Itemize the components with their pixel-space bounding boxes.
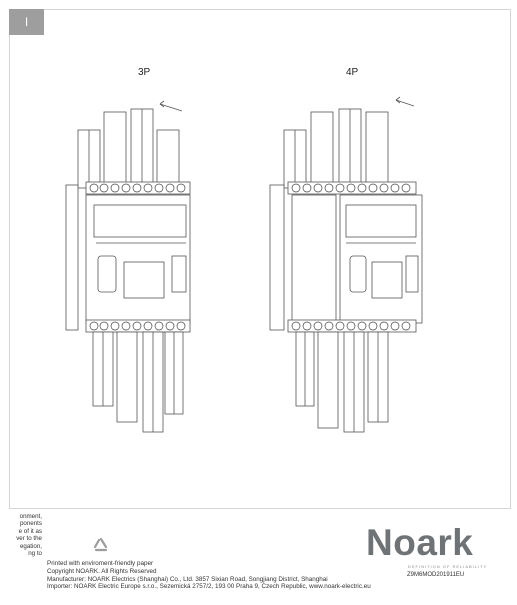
content-frame <box>9 9 511 509</box>
section-tab: I <box>9 9 44 35</box>
fragment-line: ver to the <box>16 535 42 543</box>
fragment-line: onment, <box>19 513 42 520</box>
fragment-line: e of it as <box>18 527 42 535</box>
fragment-line: ng to <box>28 550 42 558</box>
recycle-icon <box>93 537 108 552</box>
footer-line-copyright: Copyright NOARK. All Rights Reserved <box>47 567 157 575</box>
footer-left-fragment: onment, ponents e of it as ver to the eg… <box>0 513 42 557</box>
footer-line-manufacturer: Manufacturer: NOARK Electrics (Shanghai)… <box>47 575 328 583</box>
brand-logo: Noark <box>366 522 474 563</box>
document-id: Z9M6MOD201911EU <box>407 572 465 578</box>
fragment-line: egation, <box>19 542 42 550</box>
footer-line-paper: Printed with enviroment-friendly paper <box>47 560 154 567</box>
fragment-line: ponents <box>19 520 42 528</box>
footer-text: Printed with enviroment-friendly paper C… <box>47 560 371 591</box>
label-4p: 4P <box>346 67 359 78</box>
brand-tagline: DEFINITION OF RELIABILITY <box>408 564 488 569</box>
label-3p: 3P <box>138 67 151 78</box>
breaker-3p <box>65 100 191 433</box>
footer-line-importer: Importer: NOARK Electric Europe s.r.o., … <box>47 583 371 591</box>
breaker-4p <box>269 96 423 433</box>
